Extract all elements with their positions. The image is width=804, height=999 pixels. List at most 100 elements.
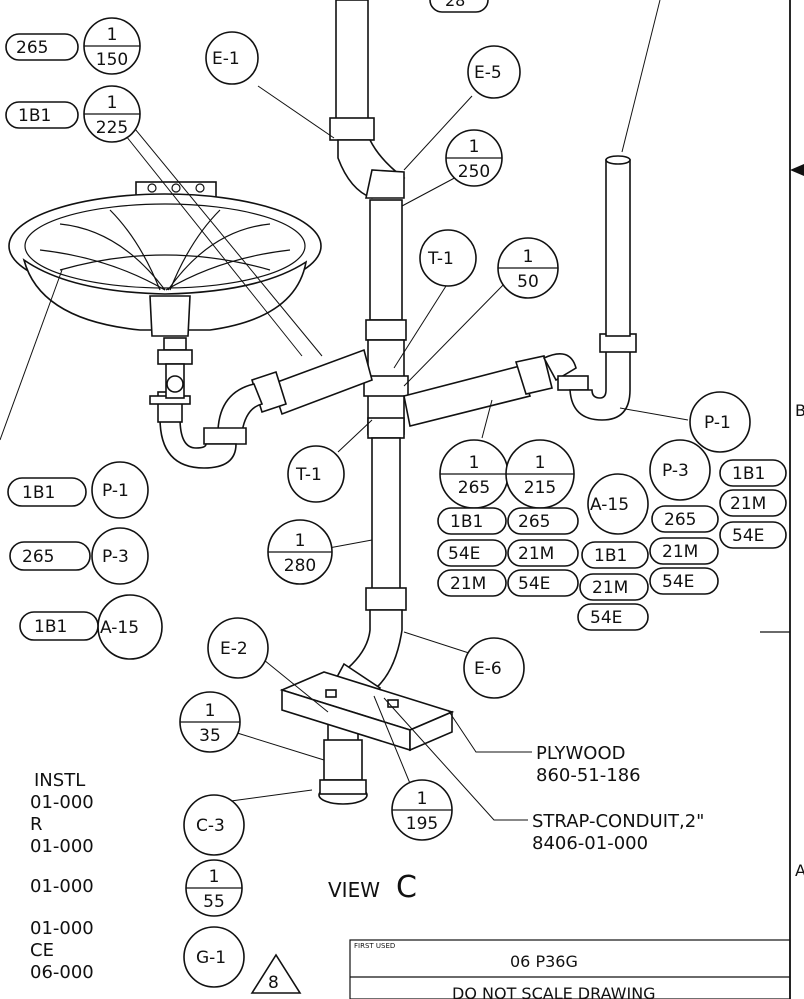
left-note-7: CE bbox=[30, 940, 54, 961]
faucet-hole-2 bbox=[171, 183, 181, 193]
first-used-value: 06 P36G bbox=[510, 952, 578, 971]
oval-21m2: 21M bbox=[450, 574, 486, 594]
plywood-label: PLYWOOD bbox=[536, 743, 625, 764]
sink-contour-3 bbox=[169, 209, 221, 291]
callout-c3: C-3 bbox=[196, 816, 225, 836]
vent-coupling bbox=[329, 117, 375, 141]
right-branch-coupling bbox=[514, 355, 553, 395]
callout-e2-circle bbox=[207, 617, 269, 679]
callout-e1-circle bbox=[205, 31, 259, 85]
callout-e1: E-1 bbox=[212, 49, 240, 69]
stack-coupling-3 bbox=[367, 417, 405, 439]
left-note-4: 01-000 bbox=[30, 836, 94, 857]
strap-tab-1 bbox=[325, 689, 337, 698]
callout-p1left-circle bbox=[91, 461, 149, 519]
oval-54e1: 54E bbox=[448, 544, 480, 564]
left-branch-pipe bbox=[270, 348, 373, 416]
oval-54e5: 54E bbox=[662, 572, 694, 592]
left-note-5: 01-000 bbox=[30, 876, 94, 897]
revision-number: 8 bbox=[268, 973, 279, 993]
left-note-8: 06-000 bbox=[30, 962, 94, 983]
left-p-trap bbox=[159, 417, 237, 469]
stack-coupling-2 bbox=[363, 375, 409, 397]
partial-top-label: 28 bbox=[445, 0, 465, 10]
sink-contour-6 bbox=[165, 249, 291, 291]
sink-contour-5 bbox=[39, 249, 166, 291]
callout-a15right: A-15 bbox=[590, 495, 629, 515]
first-used-caption: FIRST USED bbox=[354, 942, 395, 950]
callout-g1-circle bbox=[183, 926, 245, 988]
right-trap-nut bbox=[557, 375, 589, 391]
left-note-6: 01-000 bbox=[30, 918, 94, 939]
fraction-numerator: 1 bbox=[107, 25, 118, 45]
oval-265d: 265 bbox=[664, 510, 696, 530]
fraction-numerator: 1 bbox=[209, 867, 220, 887]
strap-label: STRAP-CONDUIT,2" bbox=[532, 811, 704, 832]
callout-a15left: A-15 bbox=[100, 618, 139, 638]
callout-c3-circle bbox=[183, 794, 245, 856]
left-note-2: 01-000 bbox=[30, 792, 94, 813]
oval-tags: 265 1B1 1B1 265 1B1 1B1 265 54E 21M 21M … bbox=[5, 33, 787, 641]
callout-p1right: P-1 bbox=[704, 413, 731, 433]
left-note-1: INSTL bbox=[34, 770, 85, 791]
stack-coupling-1 bbox=[365, 319, 407, 341]
plywood-block bbox=[279, 671, 455, 752]
circle-callouts: E-1 E-5 T-1 T-1 P-1 P-3 A-15 P-1 P-3 A-1… bbox=[91, 31, 751, 994]
callout-p1right-circle bbox=[689, 391, 751, 453]
fraction-numerator: 1 bbox=[295, 531, 306, 551]
fraction-numerator: 1 bbox=[535, 453, 546, 473]
fraction-denominator: 195 bbox=[406, 814, 438, 834]
right-branch-elbow bbox=[542, 352, 577, 382]
callout-a15right-circle bbox=[587, 473, 649, 535]
callout-t1b-circle bbox=[287, 445, 345, 503]
callout-e6: E-6 bbox=[474, 659, 502, 679]
sink-bowl bbox=[8, 181, 322, 337]
oval-181d: 1B1 bbox=[450, 512, 483, 532]
oval-265c: 265 bbox=[518, 512, 550, 532]
callout-e6-circle bbox=[463, 637, 525, 699]
revision-triangle bbox=[250, 953, 302, 994]
main-stack-lower bbox=[371, 437, 401, 591]
sink-contour-7 bbox=[59, 254, 271, 271]
callout-p3left: P-3 bbox=[102, 547, 129, 567]
oval-54e4: 54E bbox=[732, 526, 764, 546]
fraction-callout-55: 155 bbox=[185, 859, 243, 917]
callout-p3right: P-3 bbox=[662, 461, 689, 481]
footer-note: DO NOT SCALE DRAWING bbox=[452, 984, 656, 999]
vent-pipe-upper bbox=[335, 0, 369, 123]
fraction-denominator: 50 bbox=[517, 272, 539, 292]
callout-g1: G-1 bbox=[196, 948, 226, 968]
sink-drain-flange bbox=[163, 337, 187, 351]
cleanout-body bbox=[323, 739, 363, 781]
oval-54e2: 54E bbox=[518, 574, 550, 594]
faucet-hole-1 bbox=[147, 183, 157, 193]
left-trap-nut bbox=[203, 427, 247, 445]
callout-t1a-circle bbox=[419, 229, 477, 287]
title-block: FIRST USED 06 P36G DO NOT SCALE DRAWING bbox=[349, 939, 791, 999]
oval-21m4: 21M bbox=[730, 494, 766, 514]
cleanout-ring bbox=[319, 779, 367, 795]
oval-54e3: 54E bbox=[590, 608, 622, 628]
left-note-3: R bbox=[30, 814, 43, 835]
fraction-numerator: 1 bbox=[469, 137, 480, 157]
fraction-denominator: 55 bbox=[203, 892, 225, 912]
oval-265b: 265 bbox=[22, 547, 54, 567]
fraction-denominator: 215 bbox=[524, 478, 556, 498]
margin-zone-a: A bbox=[795, 861, 804, 880]
sink-drain-nut bbox=[157, 349, 193, 365]
fraction-callout-35: 135 bbox=[179, 691, 241, 753]
fraction-denominator: 150 bbox=[96, 50, 128, 70]
margin-zone-b: B bbox=[795, 401, 804, 420]
oval-21m5: 21M bbox=[662, 542, 698, 562]
border-arrow-marker bbox=[790, 164, 804, 176]
fraction-numerator: 1 bbox=[469, 453, 480, 473]
view-letter: C bbox=[396, 870, 417, 905]
oval-21m3: 21M bbox=[592, 578, 628, 598]
